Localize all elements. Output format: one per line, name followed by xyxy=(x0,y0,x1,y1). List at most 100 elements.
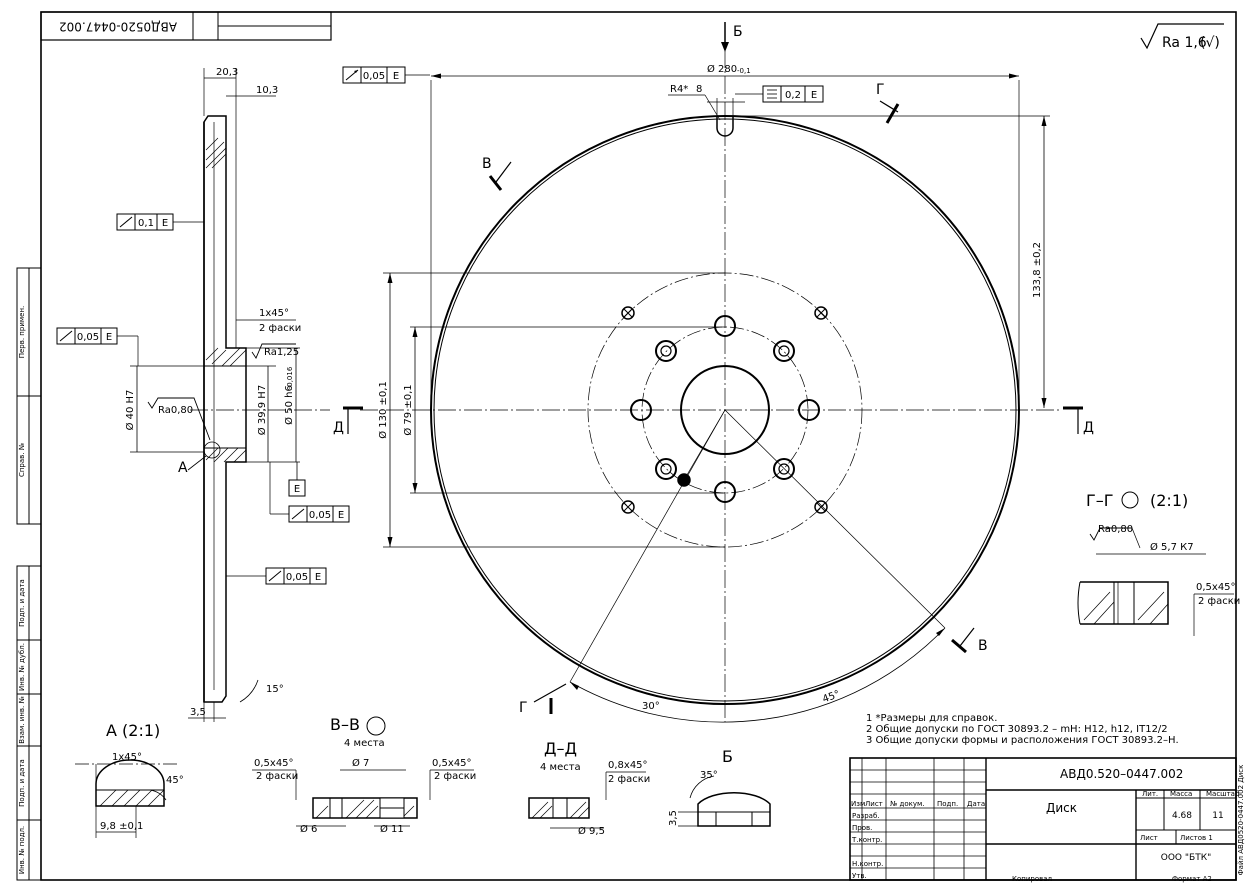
dim-w35: 3,5 xyxy=(190,707,206,718)
margin-label-vzam: Взам. инв. № xyxy=(18,696,26,744)
left-margin-columns xyxy=(16,267,42,881)
tb-row-prov: Пров. xyxy=(852,824,872,832)
vv-cham-r: 0,5x45° xyxy=(432,758,472,769)
section-letter-d-right: Д xyxy=(1083,420,1094,436)
vv-d7: Ø 7 xyxy=(352,757,369,769)
section-marker-v-left: В xyxy=(482,156,512,191)
title-block: Изм Лист № докум. Подп. Дата Разраб. Про… xyxy=(849,757,1239,883)
section-gg: Г–Г (2:1) Ra0,80 Ø 5,7 К7 0,5x45° 2 фаск… xyxy=(1077,491,1240,636)
roughness-paren: (√) xyxy=(1200,35,1220,51)
section-marker-b: Б xyxy=(721,22,743,52)
vv-cham-l2: 2 фаски xyxy=(256,771,298,782)
section-letter-g-bottom: Г xyxy=(519,700,528,716)
tb-h-massa: Масса xyxy=(1170,790,1192,798)
tb-listov: Листов 1 xyxy=(1180,834,1213,842)
tb-col-izm: Изм xyxy=(851,800,865,808)
top-stamp: АВД0520-0447.002 xyxy=(40,11,332,41)
note-1: 1 *Размеры для справок. xyxy=(866,713,997,724)
vv-cham-r2: 2 фаски xyxy=(434,771,476,782)
section-letter-v-right: В xyxy=(978,638,988,654)
section-letter-v-left: В xyxy=(482,156,492,172)
gg-cham: 0,5x45° xyxy=(1196,582,1236,593)
margin-label-podp1: Подп. и дата xyxy=(18,579,26,627)
dim-d50: Ø 50 h6 xyxy=(283,385,295,425)
detail-a-ang: 45° xyxy=(166,775,184,786)
margin-label-perv: Перв. примен. xyxy=(18,306,26,359)
roughness-ra: Ra 1,6 xyxy=(1162,35,1207,51)
section-marker-g-top: Г xyxy=(876,82,900,124)
tb-massa: 4.68 xyxy=(1172,811,1192,821)
gg-d57: Ø 5,7 К7 xyxy=(1150,541,1194,553)
section-vv-title: В–В xyxy=(330,715,360,734)
runout-top-datum: Е xyxy=(393,71,399,82)
dim-d280: Ø 280 xyxy=(707,63,737,75)
tb-masshtab: 11 xyxy=(1212,811,1223,821)
detail-a: А (2:1) 1x45° 45° 9,8 ±0,1 xyxy=(75,721,184,838)
general-roughness-mark: Ra 1,6 (√) xyxy=(1140,23,1224,51)
section-gg-scale: (2:1) xyxy=(1150,491,1188,510)
section-dd: Д–Д 4 места 0,8x45° 2 фаски Ø 9,5 xyxy=(528,739,650,837)
section-letter-g-top: Г xyxy=(876,82,885,98)
flat-datum: Е xyxy=(811,90,817,101)
section-marker-d-right: Д xyxy=(1063,406,1094,436)
tb-format: Формат А2 xyxy=(1172,875,1212,883)
vv-cham-l: 0,5x45° xyxy=(254,758,294,769)
runout-005a-tol: 0,05 xyxy=(77,332,99,343)
dim-d280-tol: -0,1 xyxy=(737,67,751,75)
tb-row-tkontr: Т.контр. xyxy=(851,836,882,844)
dim-w10: 10,3 xyxy=(256,85,278,96)
gg-ra: Ra0,80 xyxy=(1098,524,1133,535)
section-marker-d-left: Д xyxy=(333,406,363,436)
section-marker-v-right: В xyxy=(951,627,988,654)
tb-col-podp: Подп. xyxy=(937,800,958,808)
section-vv-sub: 4 места xyxy=(344,738,385,749)
ra-125: Ra1,25 xyxy=(264,347,299,358)
detail-a-title: А (2:1) xyxy=(106,721,160,740)
runout-top-tol: 0,05 xyxy=(363,71,385,82)
dd-cham2: 2 фаски xyxy=(608,774,650,785)
chamfer-2-faski: 2 фаски xyxy=(259,323,301,334)
datum-e: Е xyxy=(294,484,300,495)
dim-133-8: 133,8 ±0,2 xyxy=(1032,242,1043,298)
section-letter-d-left: Д xyxy=(333,420,344,436)
section-marker-g-bottom: Г xyxy=(519,683,567,716)
flat-tol: 0,2 xyxy=(785,90,801,101)
margin-label-inv-dubl: Инв. № дубл. xyxy=(18,643,26,691)
tb-row-nkontr: Н.контр. xyxy=(852,860,883,868)
side-section-view: 20,3 10,3 0,1 Е 1x45° 2 фаски 0,05 Е Ra1… xyxy=(56,67,350,722)
runout-frame-top: 0,05 Е xyxy=(342,66,430,84)
runout-005a-datum: Е xyxy=(106,332,112,343)
view-b: Б 35° 3,5 xyxy=(668,747,771,827)
main-view: Ø 280 -0,1 R4* 8 0,2 Е 0,05 xyxy=(333,22,1094,723)
ra-080: Ra0,80 xyxy=(158,405,193,416)
section-dd-title: Д–Д xyxy=(544,739,577,758)
note-2: 2 Общие допуски по ГОСТ 30893.2 – mH: H1… xyxy=(866,724,1168,735)
flatness-frame: 0,2 Е xyxy=(735,85,824,103)
dim-8: 8 xyxy=(696,84,702,95)
tb-h-masshtab: Масштаб xyxy=(1206,790,1239,798)
margin-label-podp2: Подп. и дата xyxy=(18,759,26,807)
detail-a-cham: 1x45° xyxy=(112,752,142,763)
section-gg-title: Г–Г xyxy=(1086,491,1114,510)
dim-15deg: 15° xyxy=(266,684,284,695)
tb-kopiroval: Копировал xyxy=(1012,875,1052,883)
tb-h-lit: Лит. xyxy=(1142,790,1158,798)
dim-w20: 20,3 xyxy=(216,67,238,78)
sheet-border xyxy=(40,11,1237,881)
detail-a-w: 9,8 ±0,1 xyxy=(100,821,143,832)
note-3: 3 Общие допуски формы и расположения ГОС… xyxy=(866,735,1179,746)
tb-col-data: Дата xyxy=(967,800,985,808)
dim-angle30: 30° xyxy=(642,701,660,712)
tb-doc-code: АВД0.520–0447.002 xyxy=(1060,767,1183,781)
tb-row-razrab: Разраб. xyxy=(852,812,880,820)
dim-angle45: 45° xyxy=(821,689,841,705)
dim-r4: R4* xyxy=(670,84,688,95)
gg-cham2: 2 фаски xyxy=(1198,596,1240,607)
tb-row-utv: Утв. xyxy=(852,872,867,880)
runout-005b-tol: 0,05 xyxy=(309,510,331,521)
callout-a: А xyxy=(178,460,188,476)
dd-cham: 0,8x45° xyxy=(608,760,648,771)
vv-d6: Ø 6 xyxy=(300,823,317,835)
tb-org: ООО "БТК" xyxy=(1161,853,1211,863)
